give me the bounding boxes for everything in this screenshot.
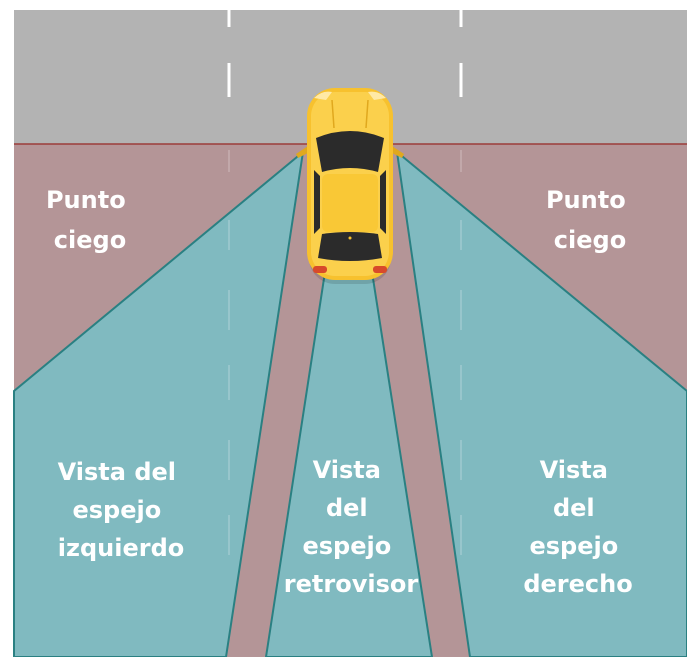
- blind-spot-left-label: Punto ciego: [46, 186, 134, 254]
- left-mirror-view: [13, 149, 305, 657]
- lane-markings: [227, 10, 463, 97]
- left-mirror-view-label: Vista del espejo izquierdo: [58, 458, 185, 562]
- rear-mirror-view-label: Vista del espejo retrovisor: [284, 456, 419, 598]
- right-mirror-view: [395, 149, 687, 657]
- car-top-view-icon: [296, 88, 404, 284]
- right-mirror-view-label: Vista del espejo derecho: [523, 456, 632, 598]
- blind-spot-right-label: Punto ciego: [546, 186, 634, 254]
- faint-lane-markings: [228, 150, 462, 555]
